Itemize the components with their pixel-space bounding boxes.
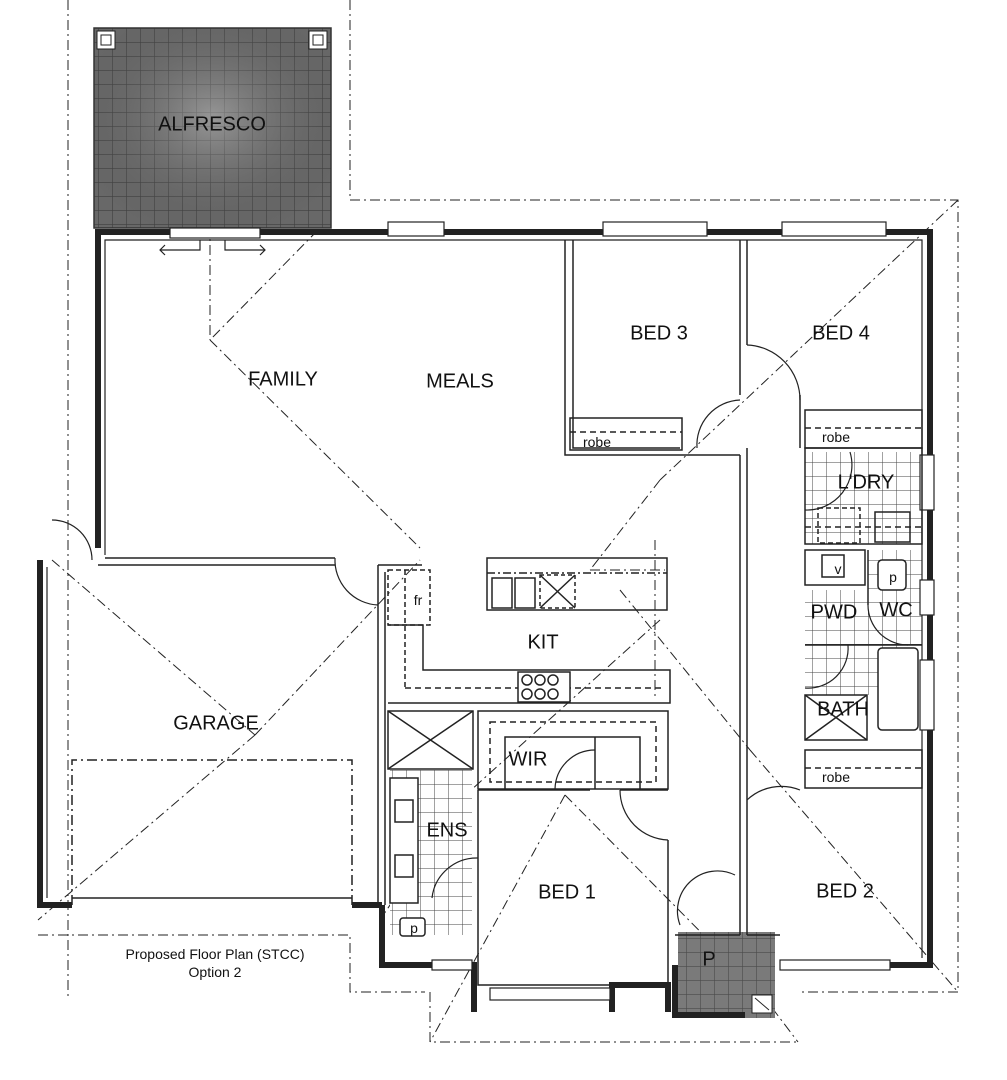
room-label-meals: MEALS [426, 370, 494, 393]
exterior-walls-inner [46, 239, 923, 958]
roof-outline [37, 0, 959, 1043]
toilet-label-ens: p [410, 920, 418, 936]
room-label-bed1: BED 1 [538, 881, 596, 904]
room-label-ens: ENS [426, 819, 468, 842]
sliding-door [159, 227, 266, 256]
porch-area [678, 932, 775, 1018]
caption-title: Proposed Floor Plan (STCC) [125, 946, 305, 962]
robe-label-bed3: robe [582, 434, 612, 450]
windows [387, 221, 935, 1001]
toilet-label-wc: p [889, 569, 897, 585]
room-label-kit: KIT [527, 631, 559, 654]
room-label-wc: WC [879, 599, 913, 622]
room-label-bath: BATH [817, 698, 869, 721]
room-label-porch: P [702, 948, 716, 971]
room-label-pwd: PWD [810, 601, 858, 624]
caption-option: Option 2 [188, 964, 242, 980]
door-swings [51, 344, 909, 926]
room-label-garage: GARAGE [173, 712, 259, 735]
interior-walls [71, 240, 923, 986]
room-label-bed4: BED 4 [812, 322, 870, 345]
fridge-label: fr [413, 592, 423, 608]
room-label-bed2: BED 2 [816, 880, 874, 903]
room-label-ldry: L'DRY [837, 471, 895, 494]
room-label-bed3: BED 3 [630, 322, 688, 345]
room-label-family: FAMILY [248, 368, 318, 391]
robe-label-bed2: robe [821, 769, 851, 785]
vanity-label-pwd: v [834, 561, 842, 577]
room-label-alfresco: ALFRESCO [158, 113, 266, 136]
wet-area-tiles [390, 452, 922, 935]
room-label-wir: WIR [508, 748, 548, 771]
robe-label-bed4: robe [821, 429, 851, 445]
